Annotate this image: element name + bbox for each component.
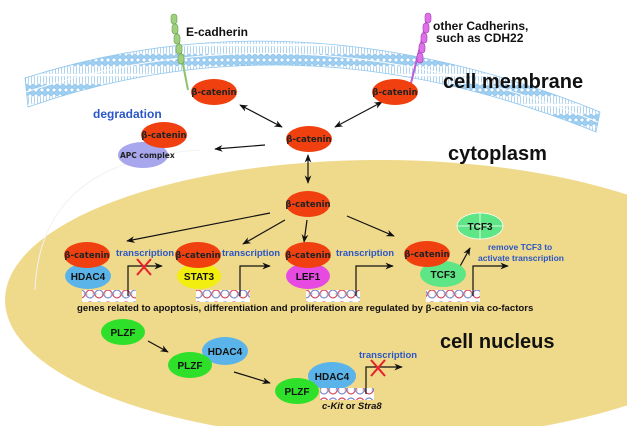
transcription-label: transcription [359,350,417,361]
svg-text:HDAC4: HDAC4 [208,347,243,358]
e-cadherin-label: E-cadherin [186,25,248,39]
svg-text:TCF3: TCF3 [431,270,456,281]
beta-catenin-membrane-right: β-catenin [372,79,418,105]
svg-text:PLZF: PLZF [178,361,203,372]
target-genes-label: c-Kit or Stra8 [322,401,382,412]
beta-catenin-nucleus: β-catenin [285,191,331,217]
arrow-plzf-to-plzf-hdac4 [147,340,169,353]
svg-text:PLZF: PLZF [111,328,136,339]
svg-text:STAT3: STAT3 [184,272,215,283]
dna-strand [426,290,480,302]
transcription-label: transcription [116,248,174,259]
tcf3-complex: TCF3 β-catenin [404,241,466,287]
genes-caption: genes related to apoptosis, differentiat… [77,303,533,314]
svg-text:LEF1: LEF1 [296,272,321,283]
other-cadherins-label-line2: such as CDH22 [436,31,524,45]
beta-catenin-cytoplasm: β-catenin [286,126,332,152]
stat3-complex: STAT3 β-catenin [175,242,221,289]
svg-text:β-catenin: β-catenin [64,251,109,261]
svg-text:β-catenin: β-catenin [175,251,220,261]
ckit-gene: c-Kit [322,401,344,412]
svg-text:PLZF: PLZF [285,387,310,398]
dna-strand [306,290,360,302]
arrow-to-tcf3-complex [346,215,395,237]
svg-text:APC complex: APC complex [120,151,175,160]
arrow-to-hdac4-complex [126,212,271,243]
svg-text:HDAC4: HDAC4 [315,372,350,383]
plzf-hdac4-complex: HDAC4 PLZF [168,337,248,378]
svg-text:HDAC4: HDAC4 [71,272,106,283]
cell-membrane-label: cell membrane [443,71,583,93]
stra8-gene: Stra8 [358,401,382,412]
other-cadherins-label-line1: other Cadherins, [433,19,528,33]
e-cadherin-protein [170,13,189,91]
arrow-to-stat3-complex [242,219,286,245]
other-cadherin-protein [407,12,432,96]
svg-text:β-catenin: β-catenin [372,88,417,98]
inhibit-x-icon [136,258,152,276]
svg-text:β-catenin: β-catenin [191,88,236,98]
dna-strand [82,290,136,302]
lef1-complex: LEF1 β-catenin [285,242,331,289]
svg-text:β-catenin: β-catenin [285,200,330,210]
inhibit-x-icon [370,359,386,377]
degradation-label: degradation [93,107,162,121]
dna-strand [320,388,374,400]
svg-text:β-catenin: β-catenin [141,131,186,141]
arrow-membrane-right-to-center [334,101,383,128]
arrow-to-lef1-complex [301,219,309,243]
dna-strand [196,290,250,302]
arrow-membrane-left-to-center [239,104,283,128]
plzf-hdac4-dna-complex: HDAC4 PLZF [275,362,356,404]
plzf-free: PLZF [101,319,145,345]
svg-text:TCF3: TCF3 [468,222,493,233]
svg-text:β-catenin: β-catenin [285,251,330,261]
cytoplasm-label: cytoplasm [448,143,547,165]
remove-tcf3-label-line2: activate transcription [478,253,564,263]
or-text: or [343,401,358,412]
beta-catenin-degradation: β-catenin [141,122,187,148]
cell-nucleus-label: cell nucleus [440,331,555,353]
transcription-label: transcription [222,248,280,259]
transcription-label: transcription [336,248,394,259]
arrow-to-degradation [214,144,266,152]
remove-tcf3-label-line1: remove TCF3 to [488,242,552,252]
beta-catenin-membrane-left: β-catenin [191,79,237,105]
arrow-plzf-hdac4-to-dna [233,371,271,385]
tcf3-released: TCF3 [456,212,504,240]
apc-complex: APC complex [118,142,175,168]
svg-text:β-catenin: β-catenin [404,250,449,260]
svg-text:β-catenin: β-catenin [286,135,331,145]
cell-membrane [24,40,601,133]
hdac4-complex: HDAC4 β-catenin [64,242,111,289]
